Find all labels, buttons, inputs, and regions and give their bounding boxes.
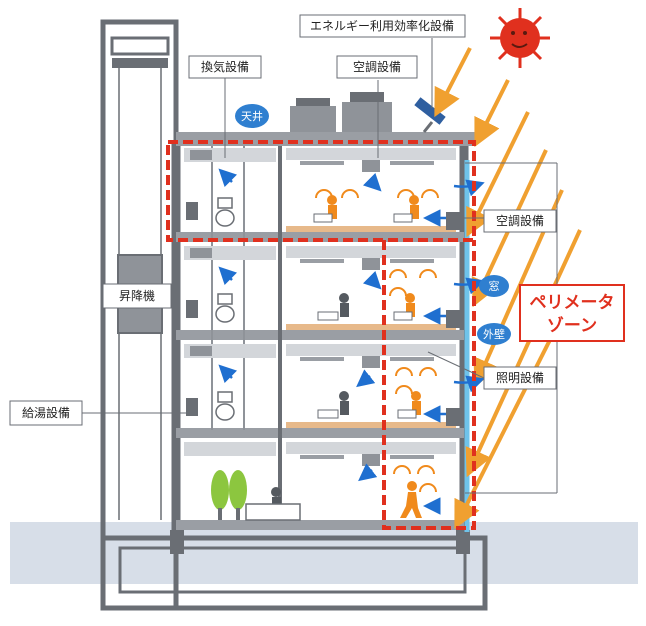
perimeter-zone-label-line2: ゾーン xyxy=(547,316,597,336)
building-frame xyxy=(100,132,488,611)
aircon-roof-label-box xyxy=(336,55,418,79)
elevator-shaft xyxy=(100,19,179,611)
tree-icon xyxy=(211,470,247,520)
aircon-side-label: 空調設備 xyxy=(496,213,544,228)
lighting-label-box xyxy=(483,366,557,390)
sun-icon xyxy=(490,8,550,68)
outer-wall-badge: 外壁 xyxy=(477,323,511,345)
solar-panel-icon xyxy=(414,97,446,133)
ceiling-badge-label: 天井 xyxy=(241,109,263,123)
ceiling-badge: 天井 xyxy=(235,104,269,128)
airflow-arrows xyxy=(218,168,485,515)
toilet-icon xyxy=(215,197,235,421)
ground-band xyxy=(10,522,638,584)
window-units xyxy=(446,212,460,426)
perimeter-zone-label-line1: ペリメータ xyxy=(530,293,615,313)
aircon-roof-label: 空調設備 xyxy=(353,59,401,74)
perimeter-zone-label-box xyxy=(519,284,625,342)
ventilation-label-box xyxy=(188,55,262,79)
ventilation-label: 換気設備 xyxy=(201,59,249,74)
energy-efficiency-label-box xyxy=(299,14,466,38)
window-badge-label: 窓 xyxy=(489,279,500,293)
ceiling-bands xyxy=(184,148,456,466)
perimeter-zone-outline xyxy=(166,140,476,530)
heat-radiation xyxy=(315,189,439,493)
lighting-label: 照明設備 xyxy=(496,370,544,385)
hot-water-label: 給湯設備 xyxy=(22,405,70,420)
window-badge: 窓 xyxy=(479,275,509,297)
aircon-side-label-box xyxy=(483,209,557,233)
hot-water-label-box xyxy=(9,400,83,426)
leader-lines xyxy=(82,38,558,494)
sink-fixtures xyxy=(186,202,198,416)
lobby xyxy=(211,470,301,521)
energy-efficiency-label: エネルギー利用効率化設備 xyxy=(310,18,454,33)
elevator-label: 昇降機 xyxy=(119,288,155,303)
office-floors xyxy=(286,226,456,428)
person-icon xyxy=(271,195,422,518)
rooftop-equipment xyxy=(290,92,392,132)
elevator-label-box xyxy=(102,283,172,309)
outer-wall-badge-label: 外壁 xyxy=(483,327,505,341)
